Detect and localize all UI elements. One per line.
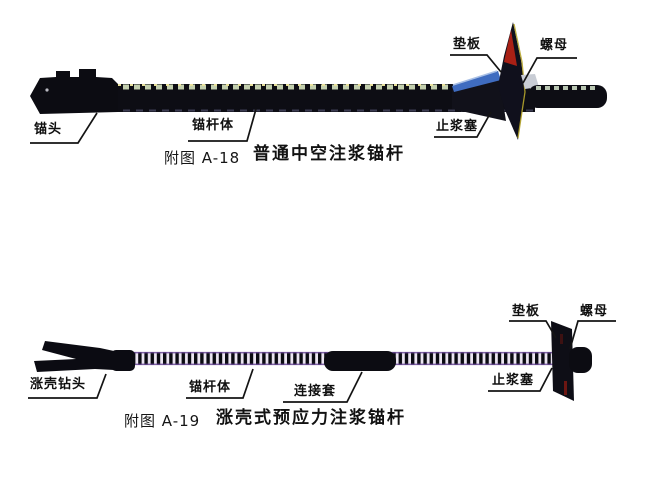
a19-bearing-plate-shape <box>551 321 574 401</box>
a18-grout-stopper-blue-highlight <box>452 71 501 92</box>
a18-grout-stopper-leader-line <box>434 111 492 138</box>
a19-grout-stopper-leader-line <box>488 367 553 392</box>
a19-bolt-illustration <box>28 320 616 403</box>
a18-anchor-head-label: 锚头 <box>34 122 63 137</box>
a19-expansion-shell-bit-leader-line <box>28 373 107 399</box>
a18-grout-stopper-glint <box>452 70 498 86</box>
a18-caption-title: 普通中空注浆锚杆 <box>253 144 405 164</box>
a18-grout-stopper-label: 止浆塞 <box>436 119 479 134</box>
a18-anchor-head-shape <box>30 69 118 114</box>
a19-grout-stopper-label: 止浆塞 <box>492 373 535 388</box>
a19-expansion-shell-bit-shape <box>34 341 114 372</box>
a18-anchor-head-leader-line <box>30 112 98 144</box>
a18-rod-tail-shape <box>528 85 607 108</box>
a19-bearing-plate-red-mark <box>564 381 567 395</box>
a19-nut-label: 螺母 <box>580 304 609 319</box>
a19-coupling-sleeve-label: 连接套 <box>294 384 337 399</box>
a19-bit-collar-shape <box>111 350 135 371</box>
a19-coupling-sleeve-shape <box>324 351 396 371</box>
a19-rod-body-leader-line <box>186 368 254 399</box>
a18-rod-body-leader-line <box>188 108 257 142</box>
a18-nut-leader-line <box>522 57 577 84</box>
a18-bearing-plate-label: 垫板 <box>453 37 482 52</box>
a18-bearing-plate-leader-line <box>450 54 502 73</box>
a18-nut-label: 螺母 <box>540 38 569 53</box>
a19-caption-number: 附图 A-19 <box>124 412 201 430</box>
a19-bearing-plate-red-mark-top <box>560 334 563 344</box>
a19-rod-body-label: 锚杆体 <box>189 380 232 395</box>
a19-nut-leader-line <box>569 320 616 350</box>
a18-bolt-illustration <box>30 22 607 144</box>
a19-caption-title: 涨壳式预应力注浆锚杆 <box>216 408 406 428</box>
a18-bearing-plate-red-tip <box>504 30 517 66</box>
a18-rod-body-label: 锚杆体 <box>192 118 235 133</box>
a19-bearing-plate-label: 垫板 <box>512 304 541 319</box>
a18-caption-number: 附图 A-18 <box>164 149 241 167</box>
a19-coupling-sleeve-leader-line <box>283 371 363 403</box>
a18-anchor-head-glint <box>45 88 49 92</box>
a19-bearing-plate-leader-line <box>509 320 557 339</box>
a18-bearing-plate-shape <box>498 22 525 140</box>
a19-nut-shape <box>569 347 592 373</box>
a19-expansion-shell-bit-label: 涨壳钻头 <box>30 377 87 392</box>
